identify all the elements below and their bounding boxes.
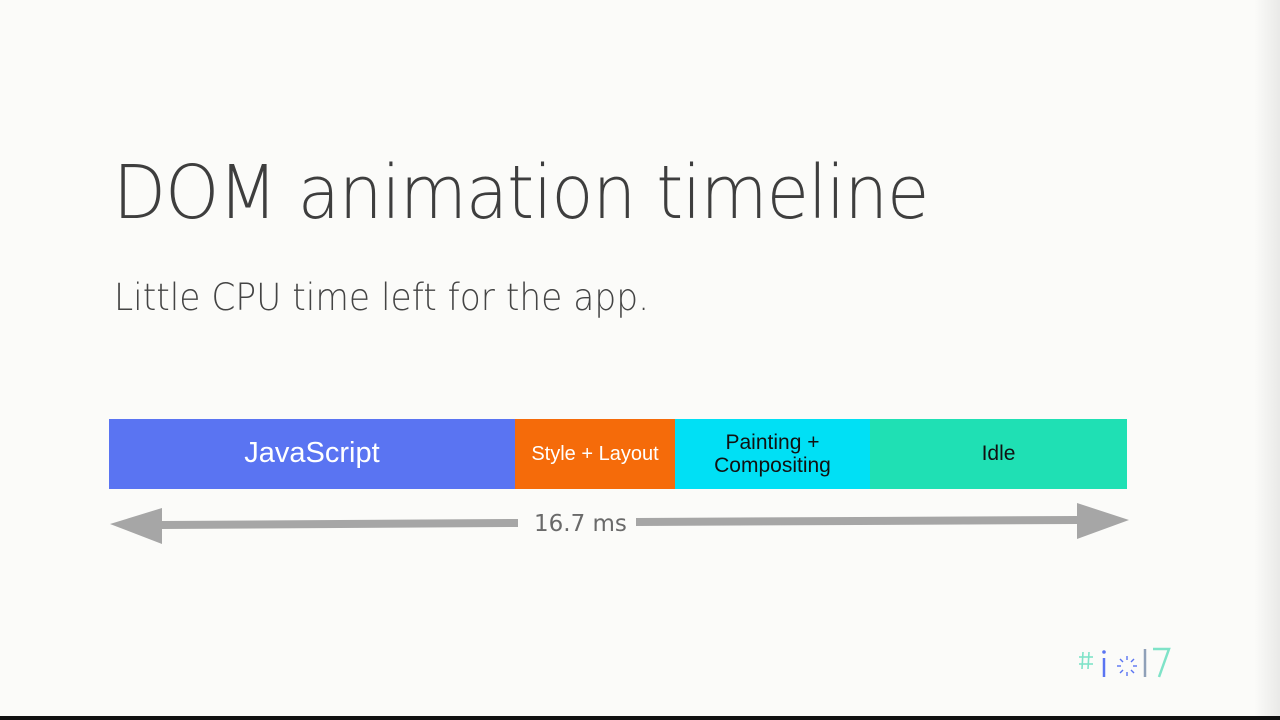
duration-double-arrow-icon <box>110 503 1129 544</box>
frame-timeline-bar: JavaScript Style + Layout Painting + Com… <box>109 419 1127 489</box>
segment-painting-label-line2: Compositing <box>714 454 831 477</box>
segment-painting-compositing-label: Painting + Compositing <box>714 431 831 477</box>
segment-idle: Idle <box>870 419 1127 489</box>
segment-painting-label-line1: Painting + <box>725 430 820 454</box>
duration-label: 16.7 ms <box>534 511 627 537</box>
segment-javascript-label: JavaScript <box>244 437 380 470</box>
slide-subtitle: Little CPU time left for the app. <box>114 276 650 319</box>
segment-javascript: JavaScript <box>109 419 515 489</box>
slide-edge-shadow <box>1254 0 1280 716</box>
segment-painting-compositing: Painting + Compositing <box>675 419 870 489</box>
slide-title: DOM animation timeline <box>113 150 929 236</box>
google-io-17-logo-icon <box>1079 647 1171 678</box>
segment-idle-label: Idle <box>981 442 1016 466</box>
segment-style-layout-label: Style + Layout <box>531 443 659 465</box>
slide-bottom-border <box>0 716 1280 720</box>
segment-style-layout: Style + Layout <box>515 419 675 489</box>
